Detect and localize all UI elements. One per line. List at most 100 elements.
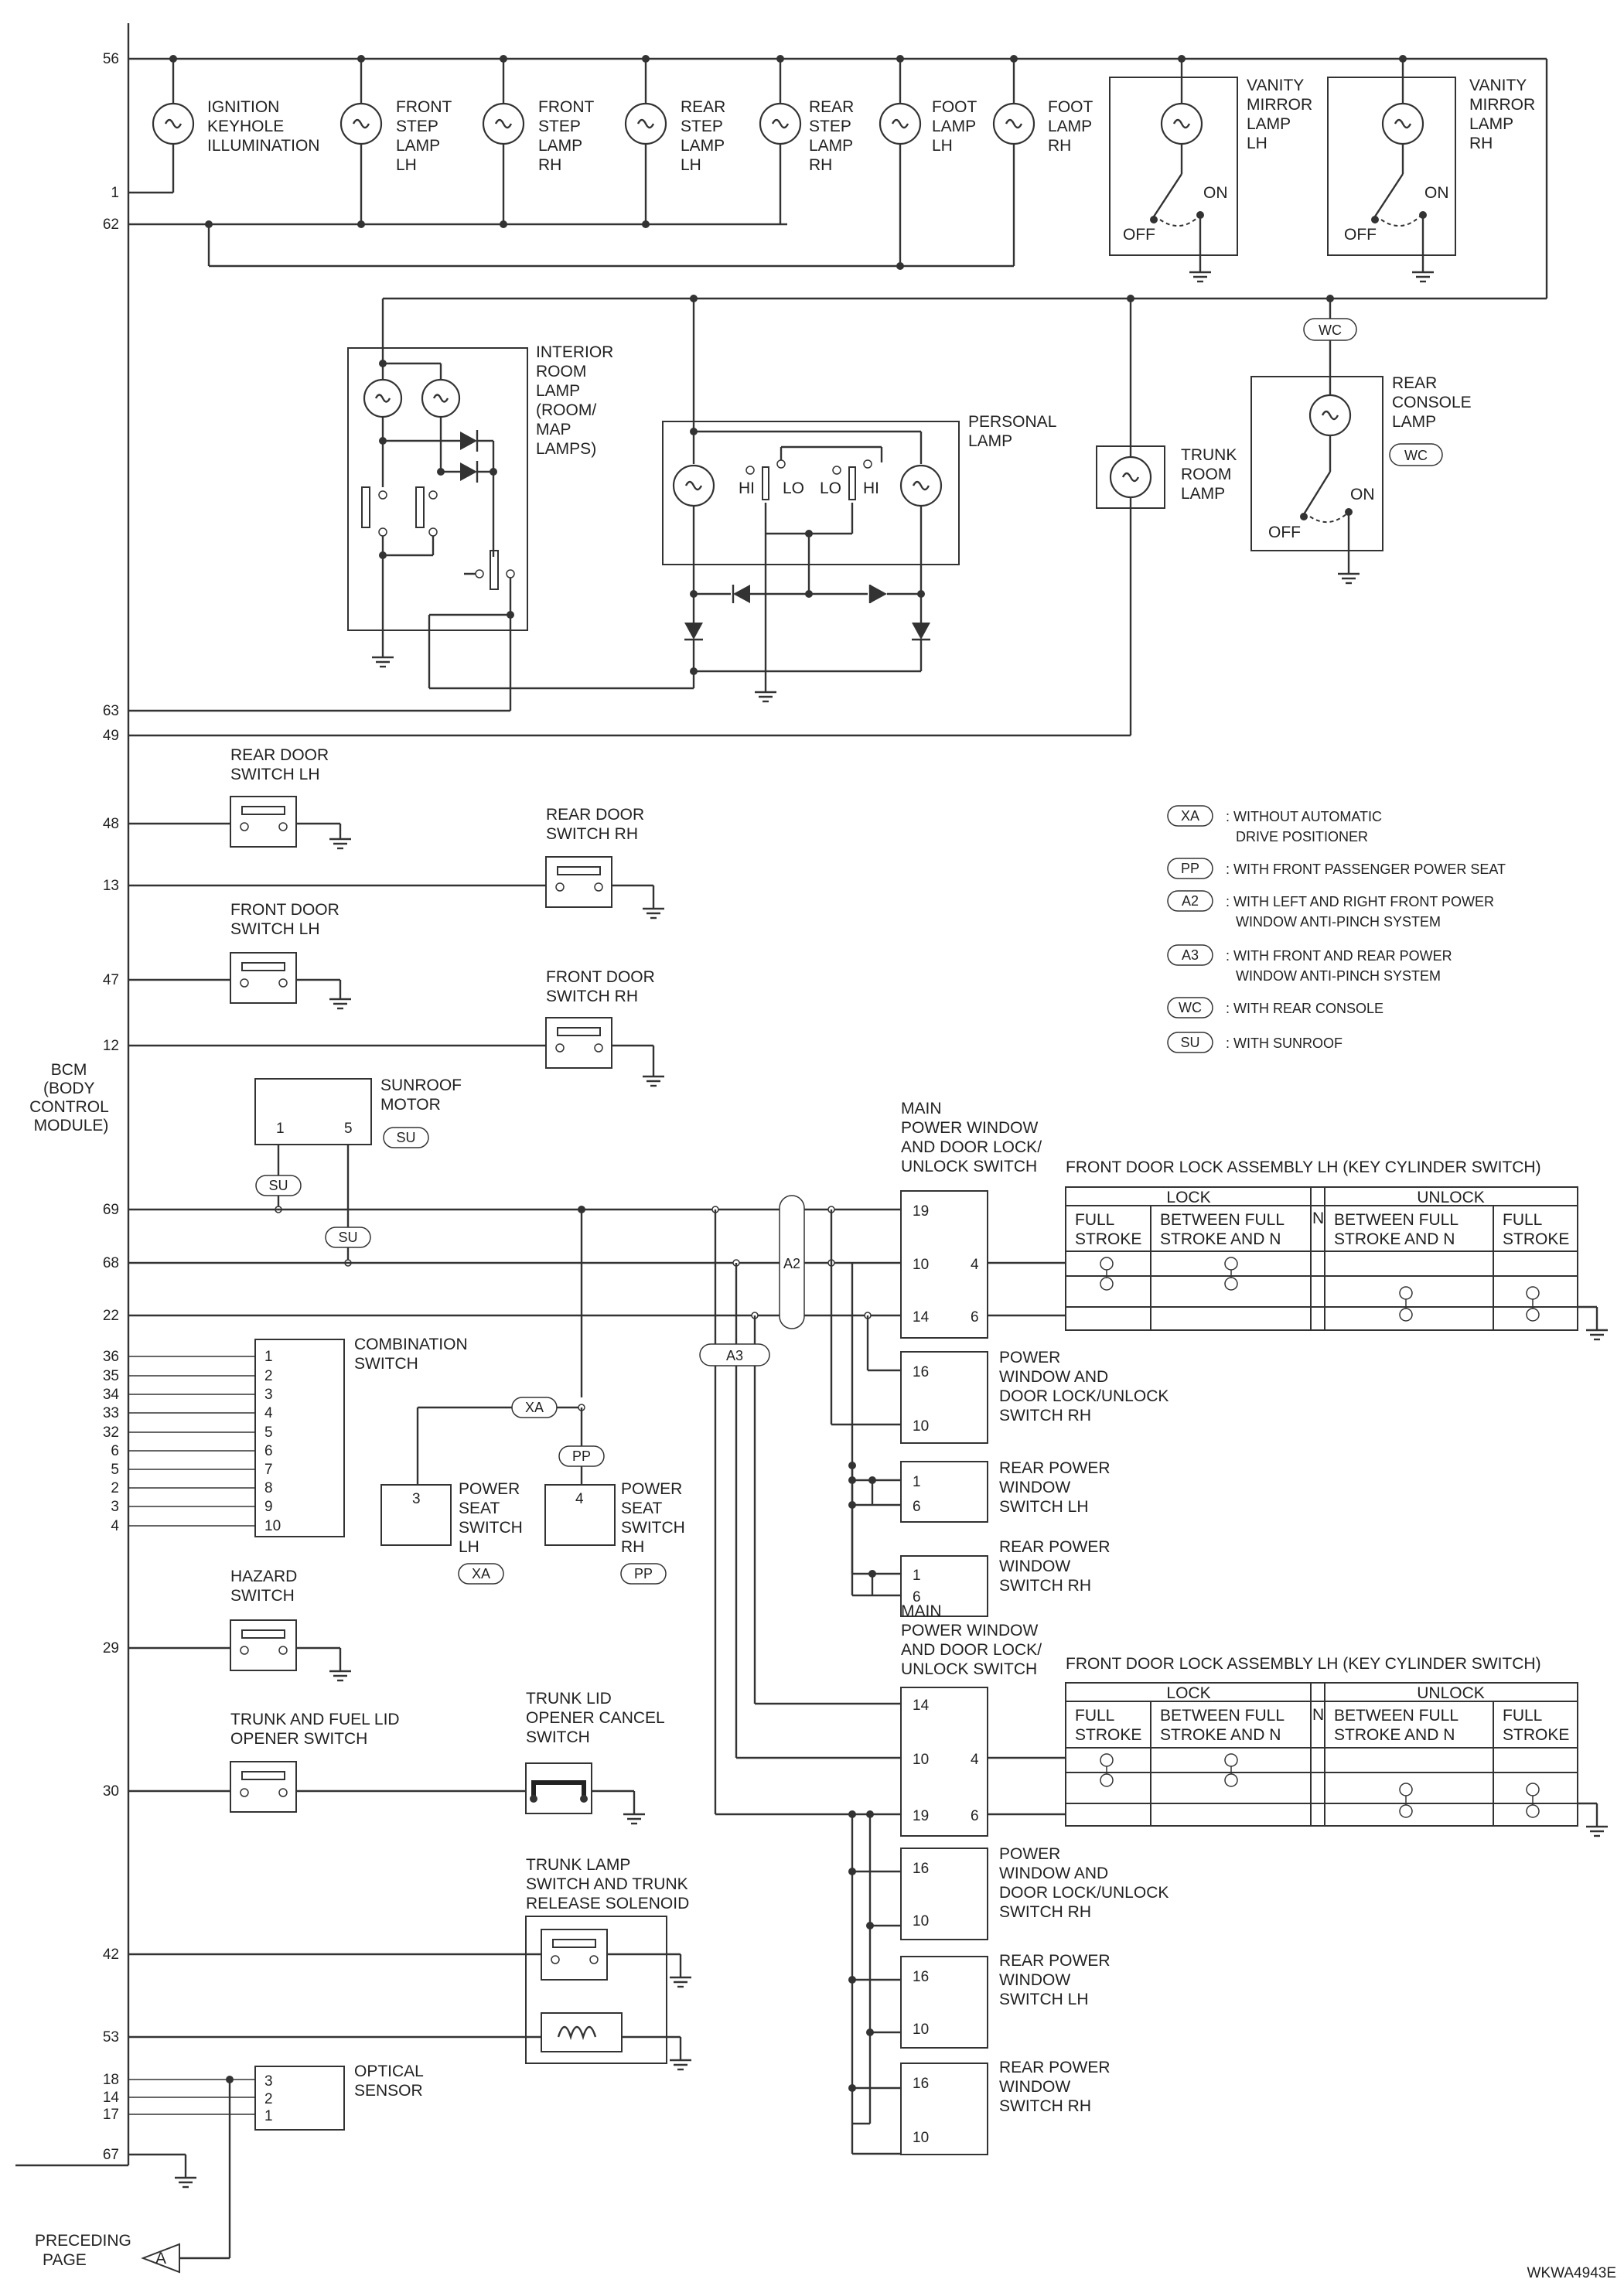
combo-pin-8: 8 (264, 1480, 273, 1496)
solenoid-coil-icon (557, 2025, 597, 2041)
bcm-pin-22: 22 (103, 1308, 119, 1324)
svg-text:PP: PP (572, 1448, 591, 1464)
legend-text: : WITH REAR CONSOLE (1226, 1001, 1383, 1016)
lamp-bus (128, 57, 1548, 302)
ground-icon (1189, 271, 1211, 283)
svg-text:14: 14 (913, 1309, 930, 1326)
combo-pin-1: 1 (264, 1349, 273, 1365)
bcm-label-line-2: (BODY (43, 1080, 95, 1097)
legend-item-su: SU: WITH SUNROOF (1167, 1032, 1343, 1053)
svg-text:A3: A3 (726, 1348, 743, 1363)
diode-icon (870, 585, 887, 603)
legend-text: DRIVE POSITIONER (1236, 829, 1368, 844)
ground-icon (1586, 1825, 1608, 1837)
bcm-label-line-3: CONTROL (29, 1098, 108, 1116)
svg-text:N: N (1312, 1210, 1324, 1227)
bcm-pin-36: 36 (103, 1349, 119, 1365)
bcm-pin-62: 62 (103, 217, 119, 233)
legend-code: PP (1181, 861, 1199, 876)
legend-text: : WITH FRONT AND REAR POWER (1226, 948, 1452, 964)
svg-text:10: 10 (913, 1257, 929, 1273)
door-lock-table-bottom: FRONT DOOR LOCK ASSEMBLY LH (KEY CYLINDE… (1065, 1655, 1608, 1837)
svg-text:OFF: OFF (1268, 524, 1301, 541)
svg-text:SU: SU (268, 1178, 288, 1193)
svg-text:FRONT DOOR LOCK ASSEMBLY LH (K: FRONT DOOR LOCK ASSEMBLY LH (KEY CYLINDE… (1066, 1158, 1541, 1176)
combo-pin-3: 3 (264, 1387, 273, 1403)
svg-text:LOCK: LOCK (1166, 1189, 1210, 1206)
ground-icon (755, 691, 776, 703)
svg-text:6: 6 (913, 1499, 921, 1515)
bcm-pin-67: 67 (103, 2147, 119, 2163)
bcm-pin-4: 4 (111, 1518, 119, 1534)
ground-icon (643, 1075, 664, 1087)
option-badge (458, 1563, 504, 1585)
svg-text:WC: WC (1404, 448, 1428, 463)
legend-text: : WITH SUNROOF (1226, 1036, 1343, 1051)
legend-code: A2 (1182, 893, 1199, 909)
legend-text: WINDOW ANTI-PINCH SYSTEM (1236, 968, 1441, 984)
svg-text:XA: XA (472, 1566, 490, 1581)
bcm-pin-63: 63 (103, 703, 119, 719)
svg-text:1: 1 (913, 1568, 921, 1584)
ignition-keyhole-lamp: IGNITION KEYHOLE ILLUMINATION (152, 55, 319, 155)
bcm-pin-3: 3 (111, 1499, 119, 1515)
bcm-label: BCM (BODY CONTROL MODULE) (29, 1061, 113, 1134)
svg-text:4: 4 (971, 1257, 979, 1273)
svg-text:ON: ON (1203, 184, 1228, 202)
option-badge (779, 1195, 805, 1329)
bcm-pin-6: 6 (111, 1443, 119, 1459)
svg-text:HI: HI (739, 479, 755, 497)
option-badge (1167, 890, 1213, 912)
bcm-pin-12: 12 (103, 1038, 119, 1054)
bcm-pin-32: 32 (103, 1424, 119, 1441)
bcm-label-line-1: BCM (51, 1061, 87, 1079)
legend-item-pp: PP: WITH FRONT PASSENGER POWER SEAT (1167, 858, 1506, 879)
connector-arrow-icon (141, 2243, 180, 2274)
bcm-pin-47: 47 (103, 972, 119, 988)
ground-icon (643, 907, 664, 920)
ground-icon (1412, 271, 1434, 283)
svg-text:3: 3 (412, 1491, 421, 1507)
ground-icon (670, 1976, 691, 1988)
svg-text:UNLOCK: UNLOCK (1417, 1684, 1485, 1702)
power-window-wiring: A2 XA PP A3 (128, 1195, 901, 2155)
ground-icon (1338, 572, 1360, 585)
legend-item-wc: WC: WITH REAR CONSOLE (1167, 997, 1383, 1018)
bcm-pin-53: 53 (103, 2029, 119, 2045)
bcm-pin-33: 33 (103, 1405, 119, 1421)
svg-text:LO: LO (783, 479, 804, 497)
bcm-pin-69: 69 (103, 1202, 119, 1218)
ground-icon (329, 998, 351, 1010)
bcm-pin-1: 1 (111, 185, 119, 201)
svg-text:16: 16 (913, 1861, 929, 1877)
